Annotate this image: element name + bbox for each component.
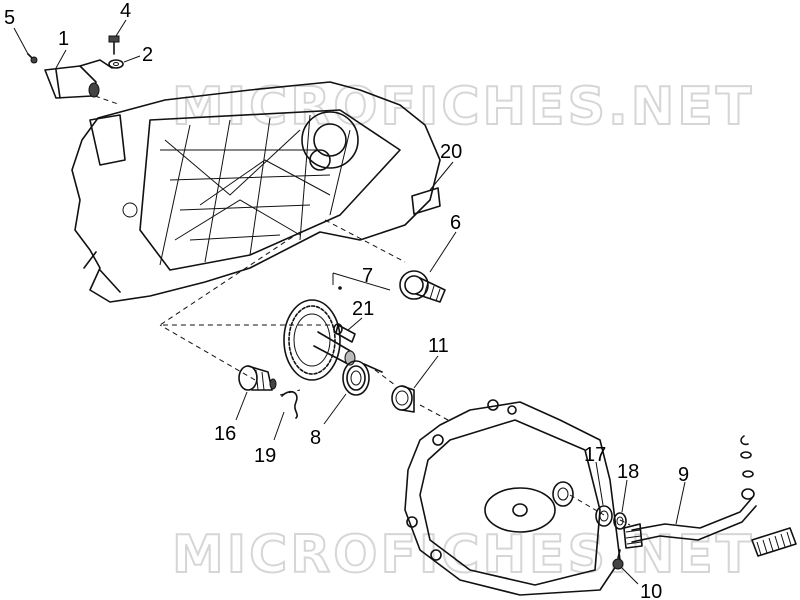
rubber-block-20 xyxy=(411,187,441,215)
label-part-8: 8 xyxy=(310,427,321,449)
washer-2 xyxy=(108,59,124,69)
washer-18 xyxy=(613,512,627,530)
starter-motor xyxy=(44,59,113,99)
kickstart-lever-9 xyxy=(623,435,797,557)
label-part-6: 6 xyxy=(450,212,461,234)
label-part-17: 17 xyxy=(584,444,606,466)
label-part-5: 5 xyxy=(4,7,15,29)
group-bracket-7 xyxy=(332,272,391,291)
label-part-18: 18 xyxy=(617,461,639,483)
label-part-19: 19 xyxy=(254,445,276,467)
crankcase xyxy=(71,81,441,303)
assembly-dashed-lines xyxy=(94,95,631,526)
bolt-4 xyxy=(108,35,120,55)
label-part-16: 16 xyxy=(214,423,236,445)
seal-17 xyxy=(595,505,613,527)
label-part-4: 4 xyxy=(120,0,131,22)
screw-5 xyxy=(27,53,38,64)
label-part-11: 11 xyxy=(428,335,449,357)
bushing-11 xyxy=(391,385,415,413)
screw-10 xyxy=(612,549,624,570)
spring-8 xyxy=(342,360,383,396)
label-part-10: 10 xyxy=(640,581,662,600)
transmission-cover xyxy=(404,399,621,596)
label-part-2: 2 xyxy=(142,44,153,66)
clip-19 xyxy=(281,390,298,419)
label-part-1: 1 xyxy=(58,28,69,50)
starter-gear-7 xyxy=(283,299,356,381)
gear-shaft-6 xyxy=(399,270,446,303)
label-part-20: 20 xyxy=(440,141,462,163)
watermark-bottom: MICROFICHES.NET xyxy=(172,525,754,585)
label-part-9: 9 xyxy=(678,464,689,486)
pin-21 xyxy=(333,323,356,343)
leader-lines xyxy=(13,19,686,585)
label-part-7: 7 xyxy=(362,265,373,287)
watermark-top: MICROFICHES.NET xyxy=(172,77,754,137)
part-labels: 5 1 4 2 20 6 7 21 11 16 19 8 17 18 9 10 xyxy=(4,0,689,600)
label-part-21: 21 xyxy=(352,298,374,320)
pinion-16 xyxy=(238,365,277,391)
